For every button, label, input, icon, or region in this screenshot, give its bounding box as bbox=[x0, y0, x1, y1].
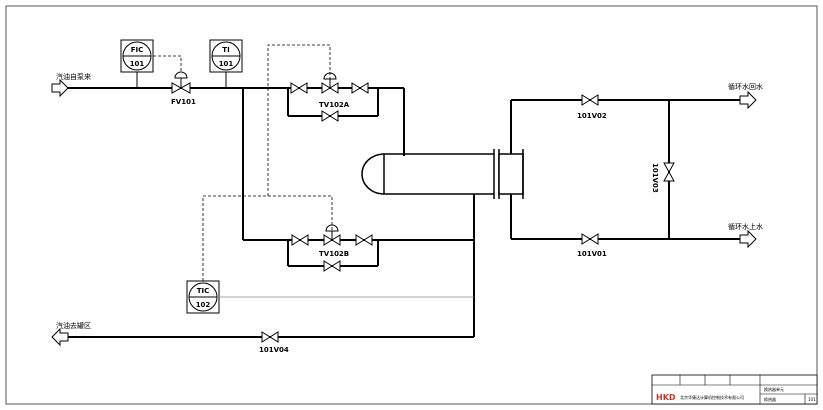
sheet-number: 101 bbox=[808, 397, 816, 402]
instrument-tag-fic: FIC bbox=[131, 46, 144, 54]
instrument-tag-tic: TIC bbox=[197, 287, 210, 295]
drawing-name: 换热器 bbox=[764, 396, 776, 402]
valve-label-101v02: 101V02 bbox=[577, 112, 607, 120]
stream-label-water-supply: 循环水上水 bbox=[728, 222, 763, 231]
block-valve-tv102a-outlet[interactable] bbox=[351, 82, 369, 94]
control-valve-fv101[interactable] bbox=[171, 71, 191, 94]
block-valve-tv102b-inlet[interactable] bbox=[291, 234, 309, 246]
valve-101v04[interactable] bbox=[261, 331, 279, 343]
stream-label-water-return: 循环水回水 bbox=[728, 82, 763, 91]
oil-inlet-line bbox=[51, 78, 404, 98]
cooling-water-piping bbox=[510, 99, 740, 240]
arrow-oil-out bbox=[51, 327, 69, 347]
company-name: 北京华康达计算机控制技术有限公司 bbox=[680, 394, 744, 400]
instrument-num-tic: 102 bbox=[196, 301, 211, 309]
valve-101v02[interactable] bbox=[581, 94, 599, 106]
heat-exchanger[interactable] bbox=[361, 149, 524, 199]
instrument-num-ti: 101 bbox=[219, 60, 234, 68]
block-valve-tv102a-inlet[interactable] bbox=[290, 82, 308, 94]
stream-label-oil-out: 汽油去罐区 bbox=[56, 321, 91, 330]
instrument-tic-102[interactable] bbox=[186, 280, 220, 314]
bypass-valve-tv102b[interactable] bbox=[323, 260, 341, 272]
valve-101v01[interactable] bbox=[581, 233, 599, 245]
arrow-water-return bbox=[739, 90, 757, 110]
valve-label-101v01: 101V01 bbox=[577, 250, 607, 258]
instrument-num-fic: 101 bbox=[130, 60, 145, 68]
tic-signal-to-tv102a bbox=[202, 44, 331, 281]
valve-label-101v04: 101V04 bbox=[259, 346, 289, 354]
valve-label-101v03: 101V03 bbox=[651, 163, 659, 193]
bypass-valve-tv102a[interactable] bbox=[321, 110, 339, 122]
title-block bbox=[651, 374, 818, 405]
company-logo: HKD bbox=[656, 393, 676, 402]
stream-label-oil-in: 汽油自泵来 bbox=[56, 72, 91, 81]
instrument-tag-ti: TI bbox=[222, 46, 229, 54]
arrow-water-supply bbox=[739, 229, 757, 249]
valve-101v03[interactable] bbox=[663, 162, 675, 182]
drawing-border bbox=[5, 5, 818, 405]
valve-label-tv102b: TV102B bbox=[319, 250, 349, 258]
unit-name: 换热器单元 bbox=[764, 386, 784, 392]
valve-label-fv101: FV101 bbox=[171, 98, 196, 106]
instrument-ti-101[interactable] bbox=[209, 39, 243, 73]
control-valve-tv102a[interactable] bbox=[321, 72, 339, 94]
valve-label-tv102a: TV102A bbox=[319, 101, 350, 109]
fic-signal-line bbox=[153, 55, 182, 72]
block-valve-tv102b-outlet[interactable] bbox=[355, 234, 373, 246]
tic-signal-to-tv102b bbox=[268, 195, 333, 231]
control-valve-tv102b[interactable] bbox=[323, 224, 341, 246]
